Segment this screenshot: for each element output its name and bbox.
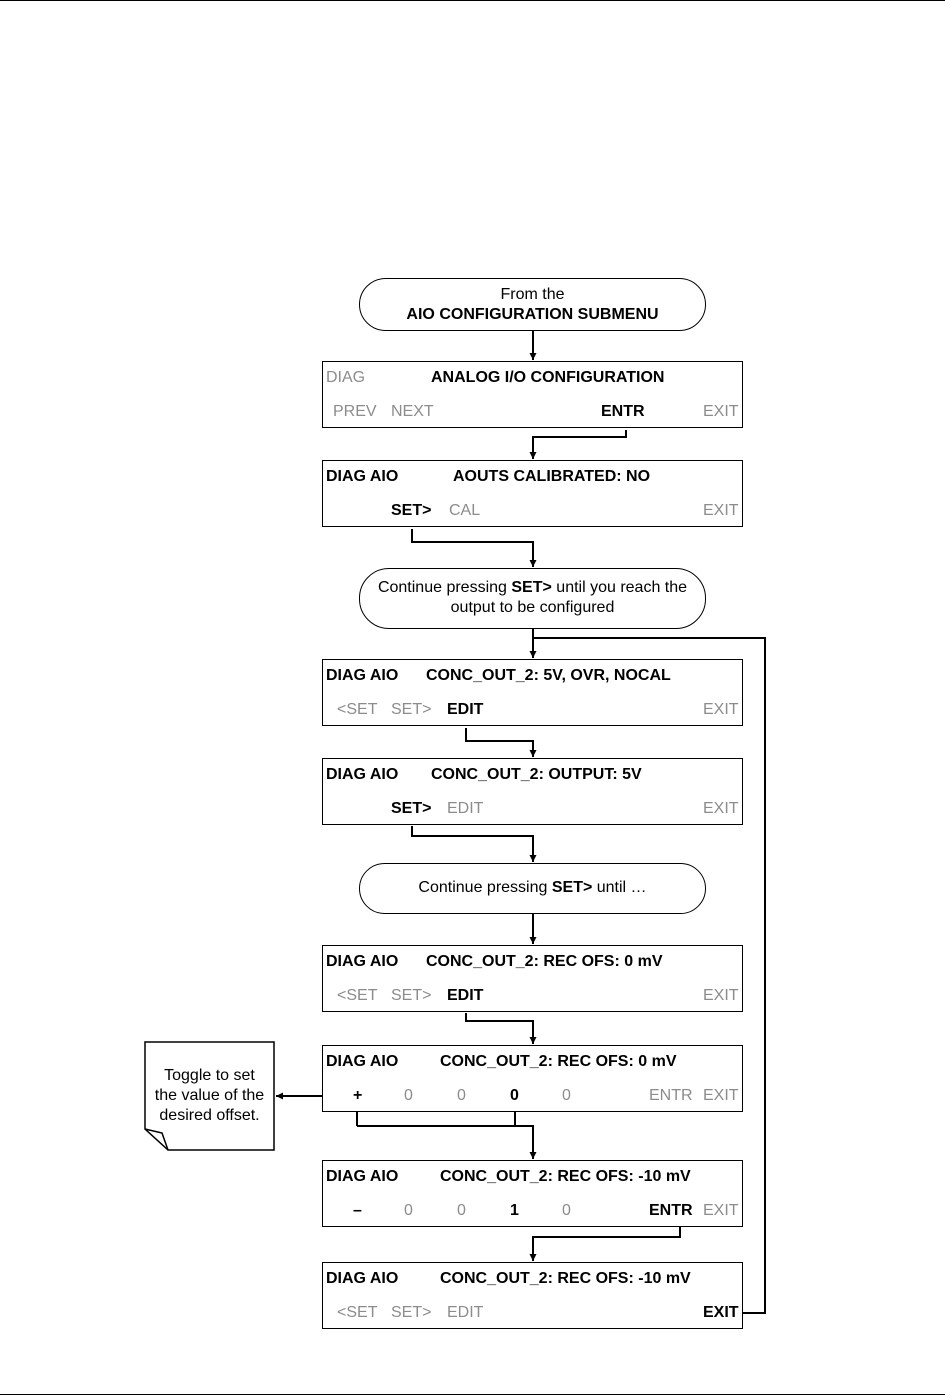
next-key[interactable]: NEXT bbox=[391, 403, 434, 420]
toggle-note-line3: desired offset. bbox=[159, 1107, 260, 1124]
exit-key[interactable]: EXIT bbox=[703, 403, 739, 420]
sign-key[interactable]: – bbox=[353, 1202, 362, 1219]
digit-key-1[interactable]: 0 bbox=[404, 1087, 413, 1104]
screen-title-left: DIAG AIO bbox=[326, 468, 399, 485]
arrow-set-to-continue1 bbox=[411, 529, 537, 567]
continue2-set-key: SET> bbox=[551, 879, 593, 896]
continue2-text-c: until … bbox=[592, 879, 647, 896]
set-key[interactable]: SET> bbox=[391, 800, 432, 817]
set-key[interactable]: SET> bbox=[391, 701, 432, 718]
loop-exit-return bbox=[533, 637, 766, 1314]
bottom-rule bbox=[0, 1394, 945, 1395]
screen-title: CONC_OUT_2: OUTPUT: 5V bbox=[431, 766, 642, 783]
screen-rec-ofs-edit: DIAG AIO CONC_OUT_2: REC OFS: 0 mV + 0 0… bbox=[322, 1045, 743, 1112]
continue1-text-c: until you reach the bbox=[551, 579, 688, 596]
screen-title-left: DIAG AIO bbox=[326, 1053, 399, 1070]
continue1-text-a: Continue pressing bbox=[377, 579, 512, 596]
continue-note-2: Continue pressing SET> until … bbox=[359, 863, 706, 914]
screen-title: ANALOG I/O CONFIGURATION bbox=[431, 369, 665, 386]
digit-key-4[interactable]: 0 bbox=[562, 1202, 571, 1219]
prev-set-key[interactable]: <SET bbox=[337, 701, 378, 718]
arrow-entr-to-screen8 bbox=[529, 1222, 681, 1261]
start-line2: AIO CONFIGURATION SUBMENU bbox=[406, 306, 659, 323]
top-rule bbox=[0, 0, 945, 1]
toggle-note-line1: Toggle to set bbox=[164, 1067, 255, 1084]
screen-title-left: DIAG bbox=[326, 369, 366, 386]
set-key[interactable]: SET> bbox=[391, 987, 432, 1004]
screen-conc-out-2-range: DIAG AIO CONC_OUT_2: 5V, OVR, NOCAL <SET… bbox=[322, 659, 743, 726]
start-line1: From the bbox=[500, 286, 565, 303]
toggle-note-line2: the value of the bbox=[154, 1087, 265, 1104]
digit-key-4[interactable]: 0 bbox=[562, 1087, 571, 1104]
screen-rec-ofs: DIAG AIO CONC_OUT_2: REC OFS: 0 mV <SET … bbox=[322, 945, 743, 1012]
entr-key[interactable]: ENTR bbox=[649, 1202, 693, 1219]
start-oval: From the AIO CONFIGURATION SUBMENU bbox=[359, 278, 706, 331]
set-key[interactable]: SET> bbox=[391, 502, 432, 519]
prev-set-key[interactable]: <SET bbox=[337, 987, 378, 1004]
digit-key-1[interactable]: 0 bbox=[404, 1202, 413, 1219]
screen-title: CONC_OUT_2: 5V, OVR, NOCAL bbox=[426, 667, 671, 684]
screen-aouts-calibrated: DIAG AIO AOUTS CALIBRATED: NO SET> CAL E… bbox=[322, 460, 743, 527]
arrow-edit-to-screen4 bbox=[465, 728, 537, 757]
arrow-entr-to-screen2 bbox=[529, 430, 627, 459]
exit-key[interactable]: EXIT bbox=[703, 701, 739, 718]
exit-key[interactable]: EXIT bbox=[703, 1304, 739, 1321]
exit-key[interactable]: EXIT bbox=[703, 987, 739, 1004]
toggle-note: Toggle to set the value of the desired o… bbox=[144, 1041, 275, 1151]
edit-key[interactable]: EDIT bbox=[447, 701, 484, 718]
entr-key[interactable]: ENTR bbox=[649, 1087, 693, 1104]
screen-title: CONC_OUT_2: REC OFS: 0 mV bbox=[440, 1053, 677, 1070]
screen-title: CONC_OUT_2: REC OFS: -10 mV bbox=[440, 1168, 691, 1185]
screen-title-left: DIAG AIO bbox=[326, 766, 399, 783]
prev-set-key[interactable]: <SET bbox=[337, 1304, 378, 1321]
screen-title-left: DIAG AIO bbox=[326, 1270, 399, 1287]
arrow-set-to-continue2 bbox=[411, 826, 537, 862]
screen-conc-out-2-output: DIAG AIO CONC_OUT_2: OUTPUT: 5V SET> EDI… bbox=[322, 758, 743, 825]
sign-key[interactable]: + bbox=[353, 1087, 363, 1104]
screen-rec-ofs-new: DIAG AIO CONC_OUT_2: REC OFS: -10 mV – 0… bbox=[322, 1160, 743, 1227]
screen-title: CONC_OUT_2: REC OFS: 0 mV bbox=[426, 953, 663, 970]
edit-key[interactable]: EDIT bbox=[447, 987, 484, 1004]
edit-key[interactable]: EDIT bbox=[447, 800, 484, 817]
screen-rec-ofs-final: DIAG AIO CONC_OUT_2: REC OFS: -10 mV <SE… bbox=[322, 1262, 743, 1329]
screen-title: AOUTS CALIBRATED: NO bbox=[453, 468, 651, 485]
digit-key-2[interactable]: 0 bbox=[457, 1202, 466, 1219]
screen-title: CONC_OUT_2: REC OFS: -10 mV bbox=[440, 1270, 691, 1287]
screen-analog-io-config: DIAG ANALOG I/O CONFIGURATION PREV NEXT … bbox=[322, 361, 743, 428]
edit-key[interactable]: EDIT bbox=[447, 1304, 484, 1321]
continue1-set-key: SET> bbox=[511, 579, 552, 596]
continue2-text-a: Continue pressing bbox=[418, 879, 552, 896]
arrow-edit-to-screen6 bbox=[465, 1013, 537, 1044]
digit-key-2[interactable]: 0 bbox=[457, 1087, 466, 1104]
entr-key[interactable]: ENTR bbox=[601, 403, 645, 420]
prev-key[interactable]: PREV bbox=[333, 403, 377, 420]
exit-key[interactable]: EXIT bbox=[703, 1087, 739, 1104]
arrow-toggle-to-screen7 bbox=[357, 1125, 537, 1159]
cal-key[interactable]: CAL bbox=[449, 502, 481, 519]
set-key[interactable]: SET> bbox=[391, 1304, 432, 1321]
exit-key[interactable]: EXIT bbox=[703, 1202, 739, 1219]
exit-key[interactable]: EXIT bbox=[703, 502, 739, 519]
screen-title-left: DIAG AIO bbox=[326, 953, 399, 970]
screen-title-left: DIAG AIO bbox=[326, 667, 399, 684]
screen-title-left: DIAG AIO bbox=[326, 1168, 399, 1185]
exit-key[interactable]: EXIT bbox=[703, 800, 739, 817]
digit-key-3[interactable]: 0 bbox=[510, 1087, 519, 1104]
note-shape bbox=[144, 1041, 275, 1151]
digit-key-3[interactable]: 1 bbox=[510, 1202, 519, 1219]
continue-note-1: Continue pressing SET> until you reach t… bbox=[359, 568, 706, 629]
continue1-text-d: output to be configured bbox=[450, 599, 615, 616]
